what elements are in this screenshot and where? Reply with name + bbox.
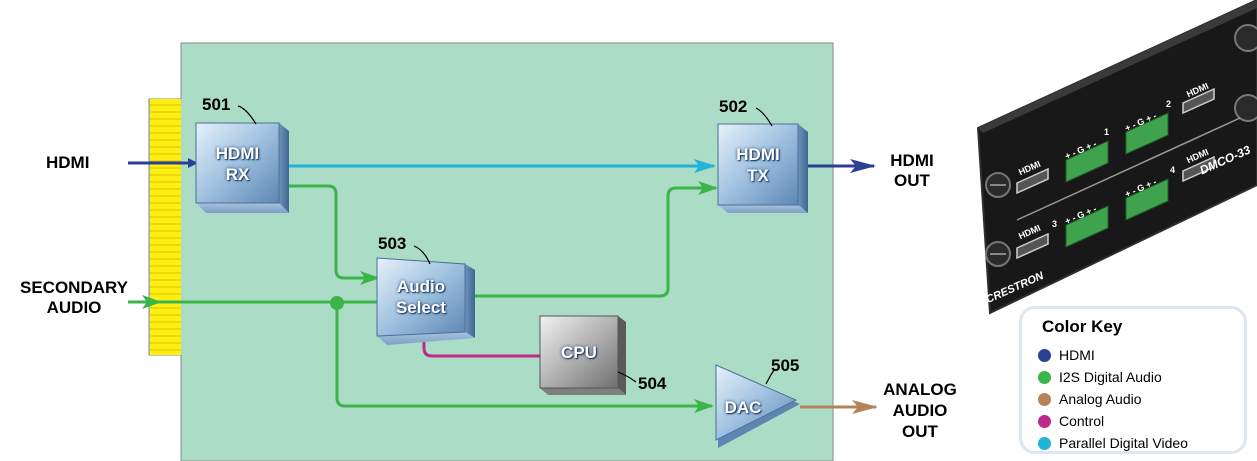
ref-505: 505: [771, 356, 800, 375]
secondary-audio-label-2: AUDIO: [46, 298, 102, 317]
leader-lines: [237, 105, 775, 385]
hdmi-output-label-2: OUT: [894, 171, 930, 190]
analog-output-label-1: ANALOG: [883, 380, 957, 399]
analog-color-dot: [1038, 392, 1051, 406]
cpu-block: [539, 315, 626, 395]
edge-connector: [150, 99, 181, 355]
i2s-rx-to-select: [286, 184, 380, 285]
control-path: [422, 334, 540, 358]
color-key-item: Parallel Digital Video: [1038, 433, 1188, 453]
color-key-label: HDMI: [1059, 347, 1095, 363]
color-key-label: Parallel Digital Video: [1059, 435, 1188, 451]
ref-502: 502: [719, 97, 748, 116]
color-key-item: Control: [1038, 411, 1104, 431]
hdmi-output-label-1: HDMI: [890, 151, 934, 170]
color-key-item: HDMI: [1038, 345, 1095, 365]
color-key-label: Control: [1059, 413, 1105, 429]
panel-port-number-2: 2: [1166, 99, 1172, 109]
ref-503: 503: [378, 234, 407, 253]
color-key: Color Key HDMI I2S Digital Audio Analog …: [1019, 306, 1247, 454]
ref-501: 501: [202, 95, 231, 114]
color-key-item: Analog Audio: [1038, 389, 1142, 409]
hdmi-color-dot: [1038, 348, 1051, 362]
color-key-item: I2S Digital Audio: [1038, 367, 1162, 387]
audio-select-label-2: Select: [395, 298, 447, 317]
panel-port-number-1: 1: [1104, 127, 1110, 137]
control-color-dot: [1038, 414, 1051, 428]
i2s-color-dot: [1038, 370, 1051, 384]
i2s-select-to-tx: [468, 181, 718, 298]
i2s-to-dac: [335, 303, 714, 413]
hdmi-tx-label-1: HDMI: [736, 145, 780, 164]
hdmi-rx-block: [195, 122, 289, 213]
audio-select-block: [376, 257, 475, 345]
hdmi-rx-label-1: HDMI: [215, 144, 260, 163]
hdmi-rx-label-2: RX: [225, 165, 250, 184]
ref-504: 504: [638, 374, 667, 393]
color-key-title: Color Key: [1042, 317, 1123, 336]
analog-output-label-3: OUT: [902, 422, 938, 441]
color-key-label: I2S Digital Audio: [1059, 369, 1162, 385]
hdmi-tx-label-2: TX: [747, 166, 769, 185]
dac-label: DAC: [724, 398, 762, 417]
dmco-33-panel-image: [976, 0, 1257, 315]
hdmi-tx-block: [717, 123, 808, 213]
video-color-dot: [1038, 436, 1051, 450]
dac-block: [715, 364, 800, 448]
panel-port-number-3: 3: [1052, 219, 1058, 229]
cpu-label: CPU: [561, 343, 597, 362]
audio-select-label-1: Audio: [396, 277, 446, 296]
color-key-label: Analog Audio: [1059, 391, 1142, 407]
analog-output-label-2: AUDIO: [892, 401, 948, 420]
secondary-audio-label-1: SECONDARY: [20, 278, 128, 297]
panel-port-number-4: 4: [1170, 165, 1176, 175]
hdmi-input-label: HDMI: [46, 153, 90, 172]
